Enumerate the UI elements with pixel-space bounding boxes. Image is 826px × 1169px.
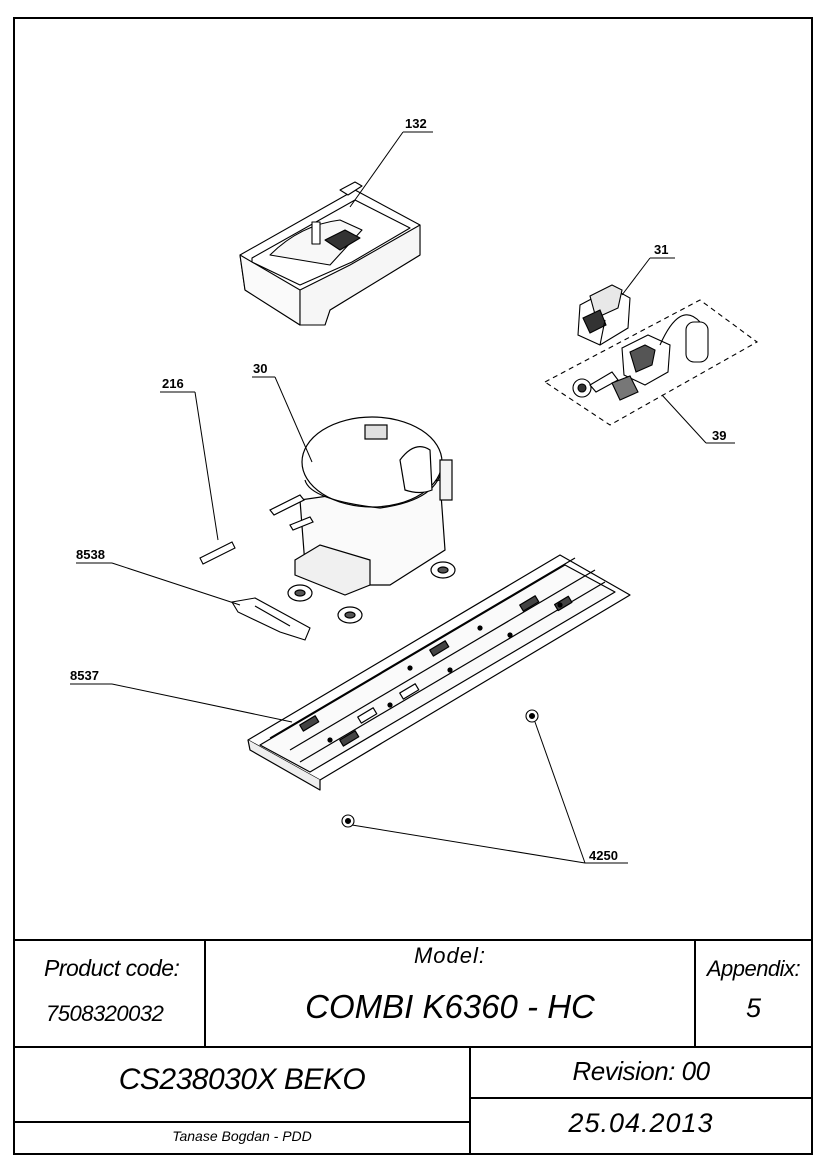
part-8537-base-frame: [247, 554, 631, 791]
callout-39: 39: [712, 428, 726, 443]
callout-8538: 8538: [76, 547, 105, 562]
part-4250-nuts: [341, 709, 539, 828]
part-39-electrical-kit: [543, 299, 759, 426]
appendix-value: 5: [745, 993, 762, 1023]
callout-132: 132: [405, 116, 427, 131]
revision-date: 25.04.2013: [568, 1108, 714, 1138]
part-8538-strip: [231, 597, 311, 641]
part-132-cover: [239, 181, 421, 326]
part-216-pin: [199, 541, 236, 565]
revision: Revision: 00: [572, 1056, 710, 1086]
drawing-code: CS238030X BEKO: [118, 1063, 366, 1096]
model-value: COMBI K6360 - HC: [305, 988, 595, 1025]
product-code-label: Product code:: [44, 955, 180, 981]
callout-216: 216: [162, 376, 184, 391]
appendix-label: Appendix:: [706, 956, 801, 981]
part-30-compressor: [269, 416, 456, 624]
sheet-border: [13, 17, 813, 1155]
callout-30: 30: [253, 361, 267, 376]
model-label: Model:: [413, 943, 487, 968]
leader-lines: [70, 131, 735, 864]
title-block-grid: [14, 939, 812, 1154]
product-code-value: 7508320032: [46, 1001, 164, 1026]
callout-31: 31: [654, 242, 668, 257]
callout-8537: 8537: [70, 668, 99, 683]
author: Tanase Bogdan - PDD: [172, 1128, 312, 1144]
callout-4250: 4250: [589, 848, 618, 863]
part-31-relay: [577, 284, 631, 346]
